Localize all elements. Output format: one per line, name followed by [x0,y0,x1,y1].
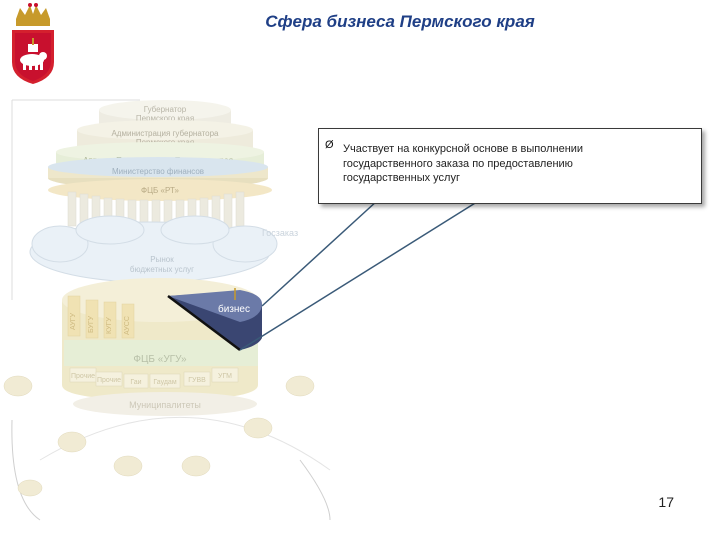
market-line2: бюджетных услуг [130,265,194,274]
tier-fcb-rt: ФЦБ «РТ» [48,179,272,201]
lower-ring-tabs [69,367,239,389]
segment-1-label: АУГУ [70,312,77,330]
bullet-arrow-icon: Ø [325,139,334,151]
market-cloud [29,215,278,283]
tier-finance-label: Министерство финансов [112,167,204,176]
municipal-base [73,392,257,416]
ring-label-4: Гаудам [153,379,176,386]
fcb-ugu-label: ФЦБ «УГУ» [133,354,187,365]
tier-governor-line2: Пермского края [136,114,194,123]
tier-finance: Министерство финансов [48,157,268,189]
lower-right-arc [299,459,331,521]
ring-label-3: Гаи [130,379,141,386]
segment-columns [67,295,135,339]
perm-coat-of-arms-icon [12,3,54,84]
callout-box: Ø Участвует на конкурсной основе в выпол… [318,128,702,204]
left-bracket [11,99,140,300]
callout-text: Участвует на конкурсной основе в выполне… [343,143,584,184]
tier-governor-line1: Губернатор [144,105,187,114]
ring-label-1: Прочие [71,373,95,380]
tier-admin-line1: Администрация губернатора [111,129,219,138]
lower-left-arc [11,419,41,521]
business-segment: бизнес [167,288,262,351]
ring-label-2: Прочие [97,377,121,384]
segment-3-label: КУГУ [106,317,113,334]
municipal-label: Муниципалитеты [129,400,201,410]
callout-connector-1 [261,199,379,307]
business-label: бизнес [218,303,250,315]
segment-4-label: АУСС [124,316,131,335]
page-number: 17 [658,494,674,510]
page-title: Сфера бизнеса Пермского края [265,12,535,31]
fcb-rt-label: ФЦБ «РТ» [141,186,179,195]
ring-label-6: УГМ [218,373,232,380]
municipal-icons [3,375,315,497]
ring-label-5: ГУВВ [188,377,206,384]
segment-2-label: БУГУ [88,315,95,333]
market-line1: Рынок [150,255,174,264]
gos-label: Госзаказ [262,228,298,238]
callout-connector-2 [239,199,481,351]
